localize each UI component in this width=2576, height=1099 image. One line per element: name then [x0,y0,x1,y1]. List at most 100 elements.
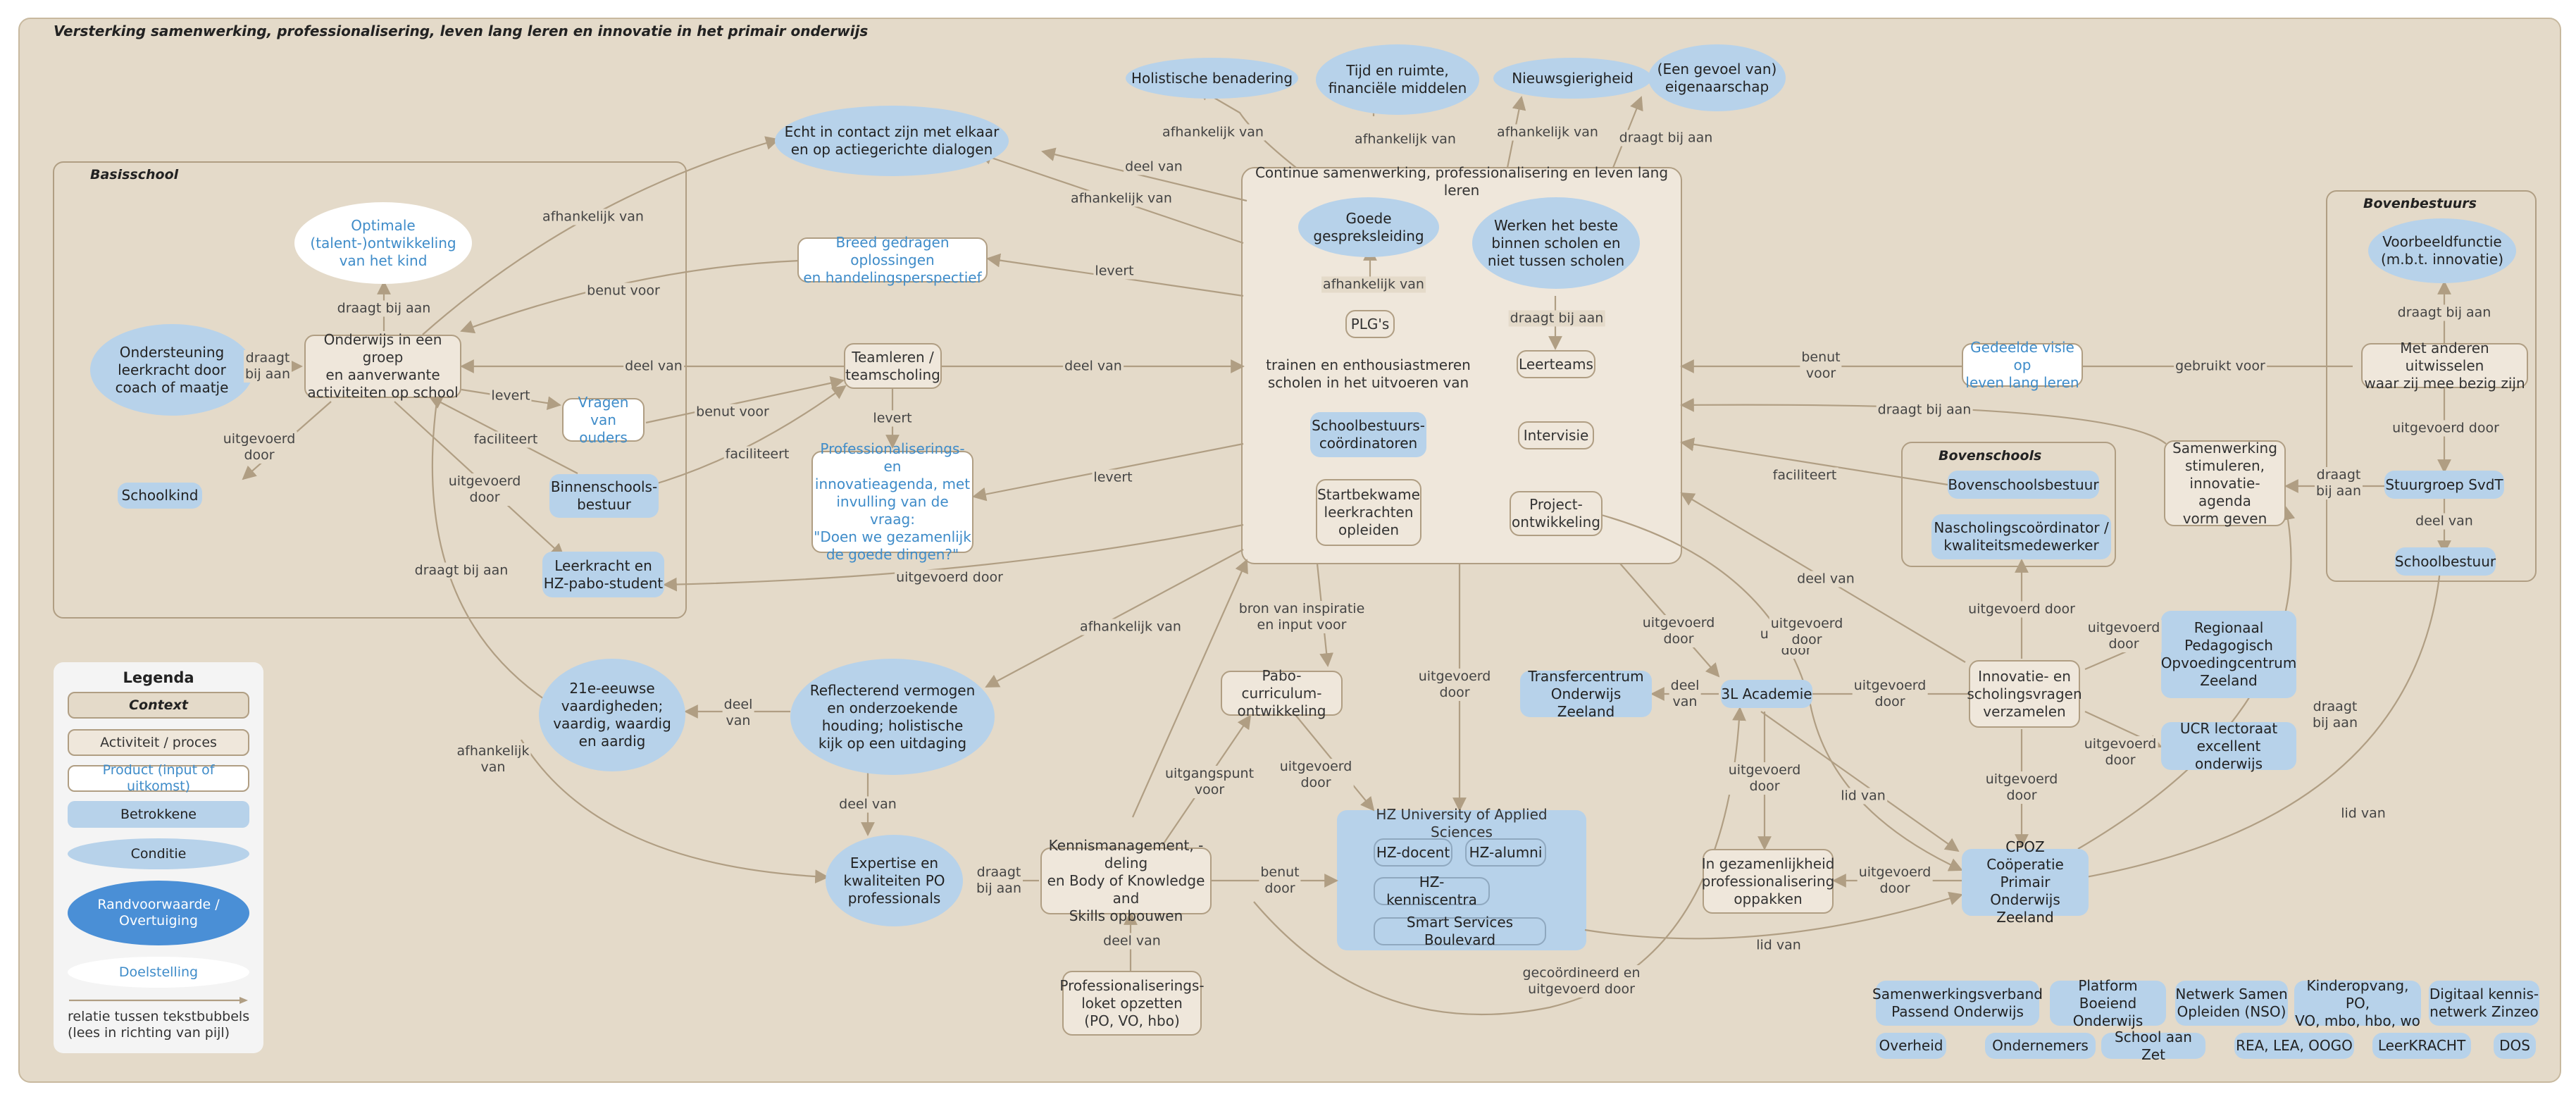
edge-vragen-teamleren [645,376,845,424]
edge-label: afhankelijk van [1078,619,1183,635]
node-rea: REA, LEA, OOGO [2234,1033,2354,1059]
node-binnenschools: Binnenschools- bestuur [549,474,659,518]
legend-relatie: relatie tussen tekstbubbels (lees in ric… [68,1009,250,1041]
edge-label: afhankelijk van [455,743,531,776]
edge-label: lid van [1755,937,1803,954]
legend-arrow [69,997,248,1004]
node-metanderen: Met anderen uitwisselen waar zij mee bez… [2361,340,2528,392]
edge-label: afhankelijk van [541,209,645,225]
legend-betrokkene: Betrokkene [68,801,249,828]
node-eigenaarschap: (Een gevoel van) eigenaarschap [1648,44,1786,111]
node-smartservices: Smart Services Boulevard [1374,914,1546,948]
node-nascholing: Nascholingscoördinator / kwaliteitsmedew… [1931,514,2111,559]
edge-label: gebruikt voor [2174,358,2267,375]
edge-label: uitgevoerd door [1984,771,2060,804]
node-plgs: PLG's [1345,310,1395,338]
edge-label: uitgevoerd door [1278,759,1354,791]
edge-label: benut voor [585,282,661,299]
node-cpoz: CPOZ Coöperatie Primair Onderwijs Zeelan… [1962,838,2089,926]
node-nieuwsgierigheid: Nieuwsgierigheid [1493,58,1652,99]
edge-label: levert [1092,469,1134,486]
edge-label: afhankelijk van [1321,276,1426,293]
edge-label: uitgevoerd door [1967,601,2077,618]
center-title: Continue samenwerking, professionaliseri… [1255,164,1669,199]
node-schoolkind: Schoolkind [118,483,202,509]
edge-label: deel van [1063,358,1124,375]
node-intervisie: Intervisie [1518,421,1594,449]
node-platform: Platform Boeiend Onderwijs [2050,977,2166,1029]
edge-label: lid van [2339,805,2387,822]
node-gezamenlijkheid: In gezamenlijkheid professionalisering o… [1702,849,1834,914]
node-ondersteuning: Ondersteuning leerkracht door coach of m… [90,324,254,416]
bovenschools-title: Bovenschools [1939,448,2042,464]
edge-label: levert [1093,263,1135,280]
edge-label: deel van [1124,159,1184,175]
bovenbestuurs-title: Bovenbestuurs [2363,196,2477,211]
node-kinderopvang: Kinderopvang, PO, VO, mbo, hbo, wo [2294,976,2421,1029]
node-overheid: Overheid [1876,1033,1946,1059]
node-werken: Werken het beste binnen scholen en niet … [1472,197,1640,289]
node-tijdruimte: Tijd en ruimte, financiële middelen [1316,44,1479,115]
node-profagenda: Professionaliserings- en innovatieagenda… [811,440,973,563]
node-bovenschoolsbestuur: Bovenschoolsbestuur [1948,471,2099,499]
edge-3l-cpoz [1760,711,1960,852]
node-schoolaanzet: School aan Zet [2101,1029,2205,1063]
edge-label: uitgevoerd door [221,431,297,464]
edge-label: deel van [623,358,684,375]
edge-center-reflecterend [985,549,1244,688]
legend-activiteit: Activiteit / proces [68,729,249,756]
edge-label: levert [490,387,532,404]
edge-label: faciliteert [1771,467,1838,484]
node-onderwijs: Onderwijs in een groep en aanverwante ac… [304,331,461,401]
node-dos: DOS [2494,1033,2536,1059]
legend-title: Legenda [123,669,194,686]
node-goede: Goede gespreksleiding [1298,197,1439,257]
edge-label: uitgevoerd door [447,473,523,506]
edge-label: deel van [722,697,754,729]
hz-title: HZ University of Applied Sciences [1376,806,1548,840]
node-swv: Samenwerkingsverband Passend Onderwijs [1872,981,2043,1026]
basisschool-title: Basisschool [90,167,179,182]
node-nso: Netwerk Samen Opleiden (NSO) [2175,981,2288,1026]
edge-label: uitgevoerd door [1857,864,1933,897]
map-title: Versterking samenwerking, professionalis… [54,23,869,39]
node-pabo: Pabo-curriculum- ontwikkeling [1221,667,1343,719]
node-holistische: Holistische benadering [1126,58,1298,99]
node-innovatievragen: Innovatie- en scholingsvragen verzamelen [1967,660,2082,728]
edge-label: draagt bij aan [975,864,1023,897]
legend-doelstelling: Doelstelling [68,957,249,988]
edge-label: deel van [2414,513,2475,530]
edge-kennis-center [1131,559,1248,818]
node-transfercentrum: Transfercentrum Onderwijs Zeeland [1520,668,1652,720]
edge-label: afhankelijk van [1069,190,1174,207]
node-optimale: Optimale (talent-)ontwikkeling van het k… [294,202,472,284]
node-leerteams: Leerteams [1517,350,1595,378]
edge-label: deel van [1796,571,1856,588]
edge-label: lid van [1839,788,1887,805]
edge-onderwijs-21e [431,401,565,713]
legend: Legenda Context Activiteit / proces Prod… [54,662,263,1053]
edge-breed-onderwijs [460,259,800,334]
node-startbekwame: Startbekwame leerkrachten opleiden [1316,479,1421,546]
node-leerkracht: Leerkracht en HZ-pabo-student [542,552,664,597]
edge-label: uitgevoerd door [1769,616,1845,648]
node-rpcz: Regionaal Pedagogisch Opvoedingcentrum Z… [2161,611,2296,698]
node-trainen: trainen en enthousiastmeren scholen in h… [1266,356,1471,391]
edge-label: uitgevoerd door [895,569,1004,586]
edge-label: draagt bij aan [1617,130,1715,147]
edge-label: draagt bij aan [2396,304,2493,321]
edge-label: gecoördineerd en uitgevoerd door [1521,965,1642,998]
node-hzkenniscentra: HZ-kenniscentra [1374,874,1490,908]
edge-label: faciliteert [723,446,791,463]
node-zinzeo: Digitaal kennis- netwerk Zinzeo [2429,981,2539,1026]
edge-center-leerkracht [663,523,1244,592]
edge-label: draagt bij aan [1876,402,1973,418]
edge-label: deel van [838,796,898,813]
edge-label: draagt bij aan [2315,467,2363,499]
edge-label: faciliteert [472,431,540,448]
node-leerkracht2: LeerKRACHT [2372,1033,2471,1059]
edge-label: uitgevoerd door [1852,678,1928,710]
edge-samenwerking-center [1680,397,2167,445]
edge-label: benut door [1259,864,1301,897]
